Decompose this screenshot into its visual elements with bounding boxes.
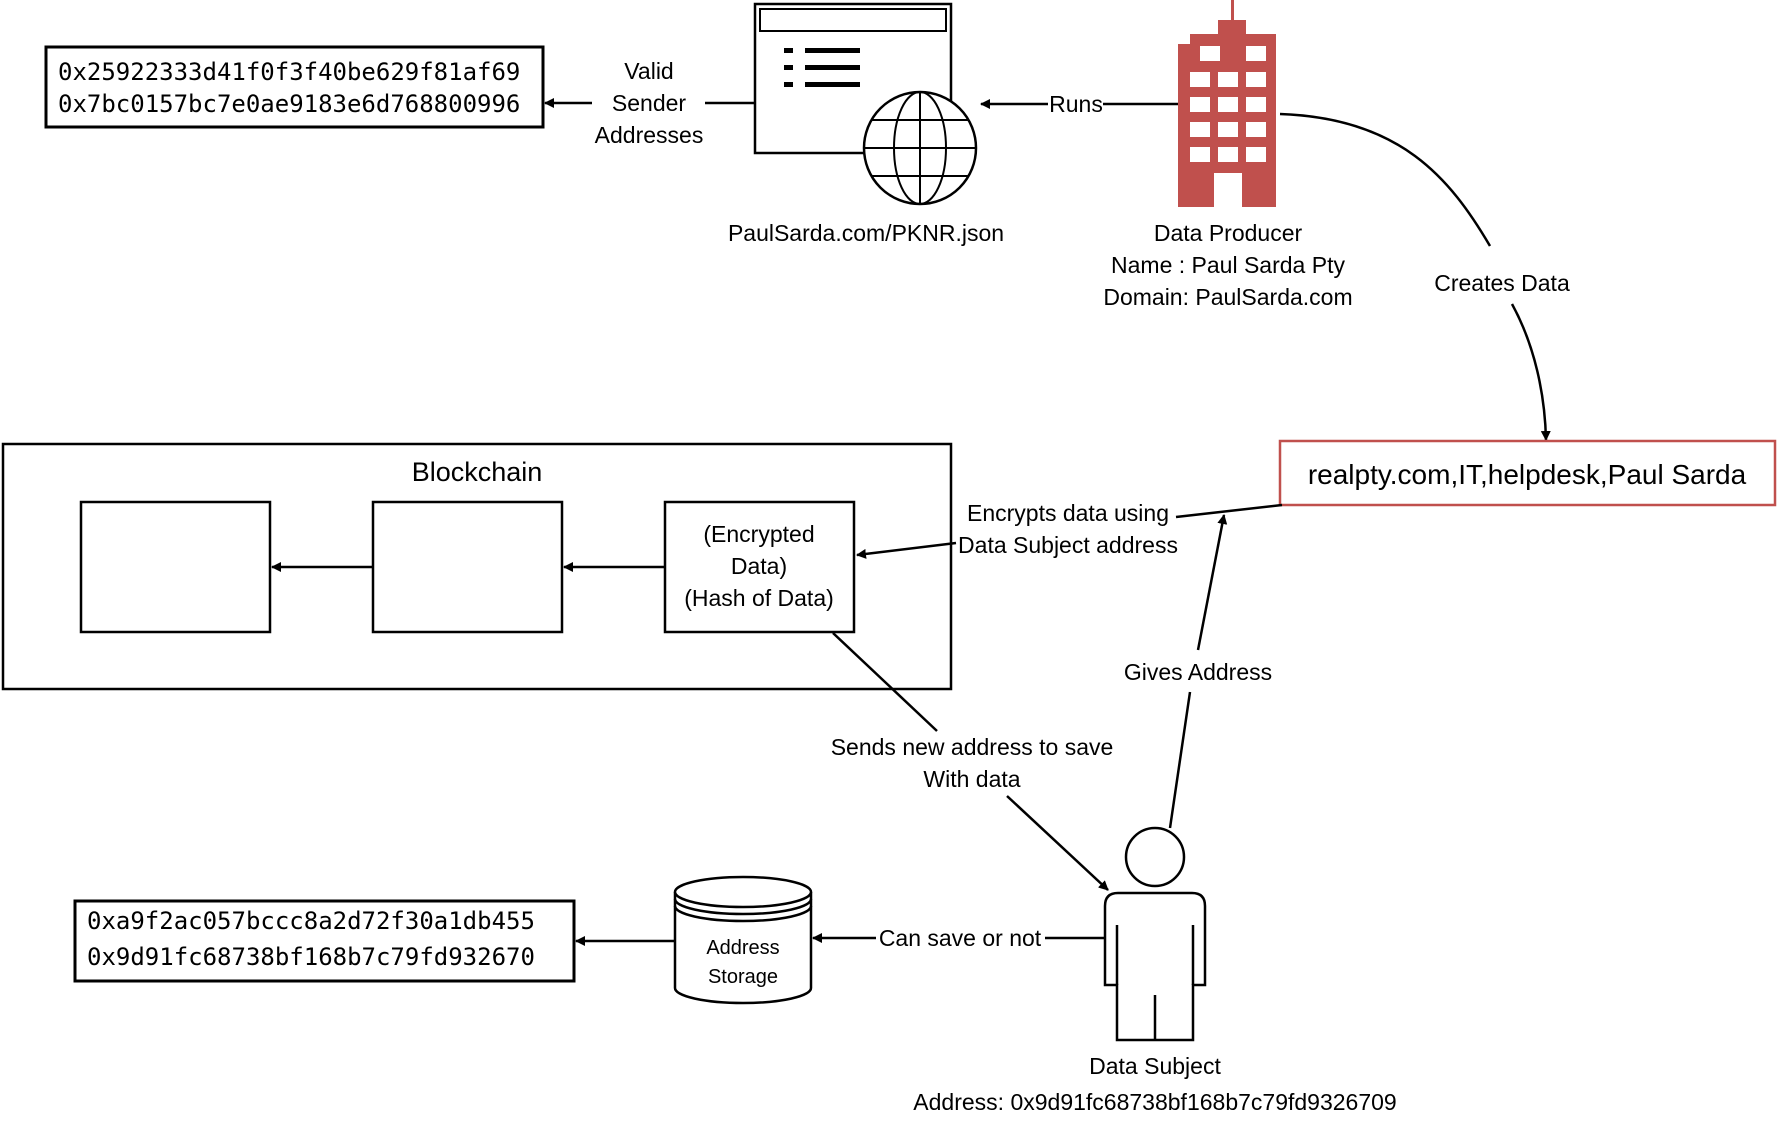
producer-title: Data Producer: [1154, 220, 1303, 246]
edge-label-line: Valid: [624, 58, 673, 84]
subject-caption: Data Subject Address: 0x9d91fc68738bf168…: [913, 1053, 1396, 1115]
block-2: [371, 500, 564, 634]
edge-label-encrypts: Encrypts data using Data Subject address: [958, 500, 1178, 558]
producer-name: Name : Paul Sarda Pty: [1111, 252, 1345, 278]
storage-label-line: Storage: [708, 966, 778, 988]
edge-line: [1168, 691, 1192, 829]
edge-label-line: Sender: [612, 90, 687, 116]
storage-label-line: Address: [706, 937, 779, 959]
edge-label-can-save: Can save or not: [879, 925, 1042, 951]
edge-label-line: Encrypts data using: [967, 500, 1169, 526]
edge-label-sends-address: Sends new address to save With data: [831, 734, 1114, 792]
edge-label-gives-address: Gives Address: [1124, 659, 1272, 685]
edge-creates-data-arrow: [1510, 303, 1551, 441]
edge-label-line: Data Subject address: [958, 532, 1178, 558]
edge-encrypts-arrow: [856, 541, 957, 559]
block-1: [79, 500, 272, 634]
blockchain-title: Blockchain: [412, 457, 543, 487]
edge-line: [1175, 503, 1283, 519]
edge-label-line: Sends new address to save: [831, 734, 1114, 760]
stored-addresses-box: 0xa9f2ac057bccc8a2d72f30a1db455 0x9d91fc…: [73, 899, 576, 983]
subject-title: Data Subject: [1089, 1053, 1221, 1079]
data-record-box: realpty.com,IT,helpdesk,Paul Sarda: [1278, 439, 1777, 507]
edge-gives-address-arrow: [1196, 514, 1228, 651]
producer-caption: Data Producer Name : Paul Sarda Pty Doma…: [1103, 220, 1352, 310]
block-label-line: (Encrypted: [703, 521, 814, 547]
block-3: [663, 500, 856, 634]
subject-address: Address: 0x9d91fc68738bf168b7c79fd932670…: [913, 1089, 1396, 1115]
block-label-line: Data): [731, 553, 787, 579]
edge-label-creates-data: Creates Data: [1434, 270, 1570, 296]
person-icon: [1103, 826, 1207, 1042]
globe-icon: [862, 90, 978, 206]
block-label-line: (Hash of Data): [684, 585, 834, 611]
edge-label-runs: Runs: [1049, 91, 1103, 117]
sender-address-2: 0x7bc0157bc7e0ae9183e6d768800996: [58, 90, 520, 118]
sender-addresses-box: 0x25922333d41f0f3f40be629f81af69 0x7bc01…: [44, 45, 545, 129]
edge-label-valid-sender: Valid Sender Addresses: [595, 58, 704, 148]
webpage-caption: PaulSarda.com/PKNR.json: [728, 220, 1004, 246]
edge-label-line: With data: [923, 766, 1020, 792]
sender-address-1: 0x25922333d41f0f3f40be629f81af69: [58, 58, 520, 86]
edge-sends-address-arrow: [1006, 795, 1109, 891]
data-record-text: realpty.com,IT,helpdesk,Paul Sarda: [1308, 459, 1747, 490]
blockchain-container: Blockchain (Encrypted Data) (Hash of Dat…: [1, 442, 953, 691]
database-icon: Address Storage: [673, 875, 813, 1005]
block-3-label: (Encrypted Data) (Hash of Data): [684, 521, 834, 611]
edge-line: [832, 632, 938, 732]
stored-address-2: 0x9d91fc68738bf168b7c79fd932670: [87, 943, 535, 971]
edge-label-line: Addresses: [595, 122, 704, 148]
building-icon: [1178, 0, 1276, 207]
stored-address-1: 0xa9f2ac057bccc8a2d72f30a1db455: [87, 907, 535, 935]
edge-line: [1279, 112, 1492, 247]
producer-domain: Domain: PaulSarda.com: [1103, 284, 1352, 310]
